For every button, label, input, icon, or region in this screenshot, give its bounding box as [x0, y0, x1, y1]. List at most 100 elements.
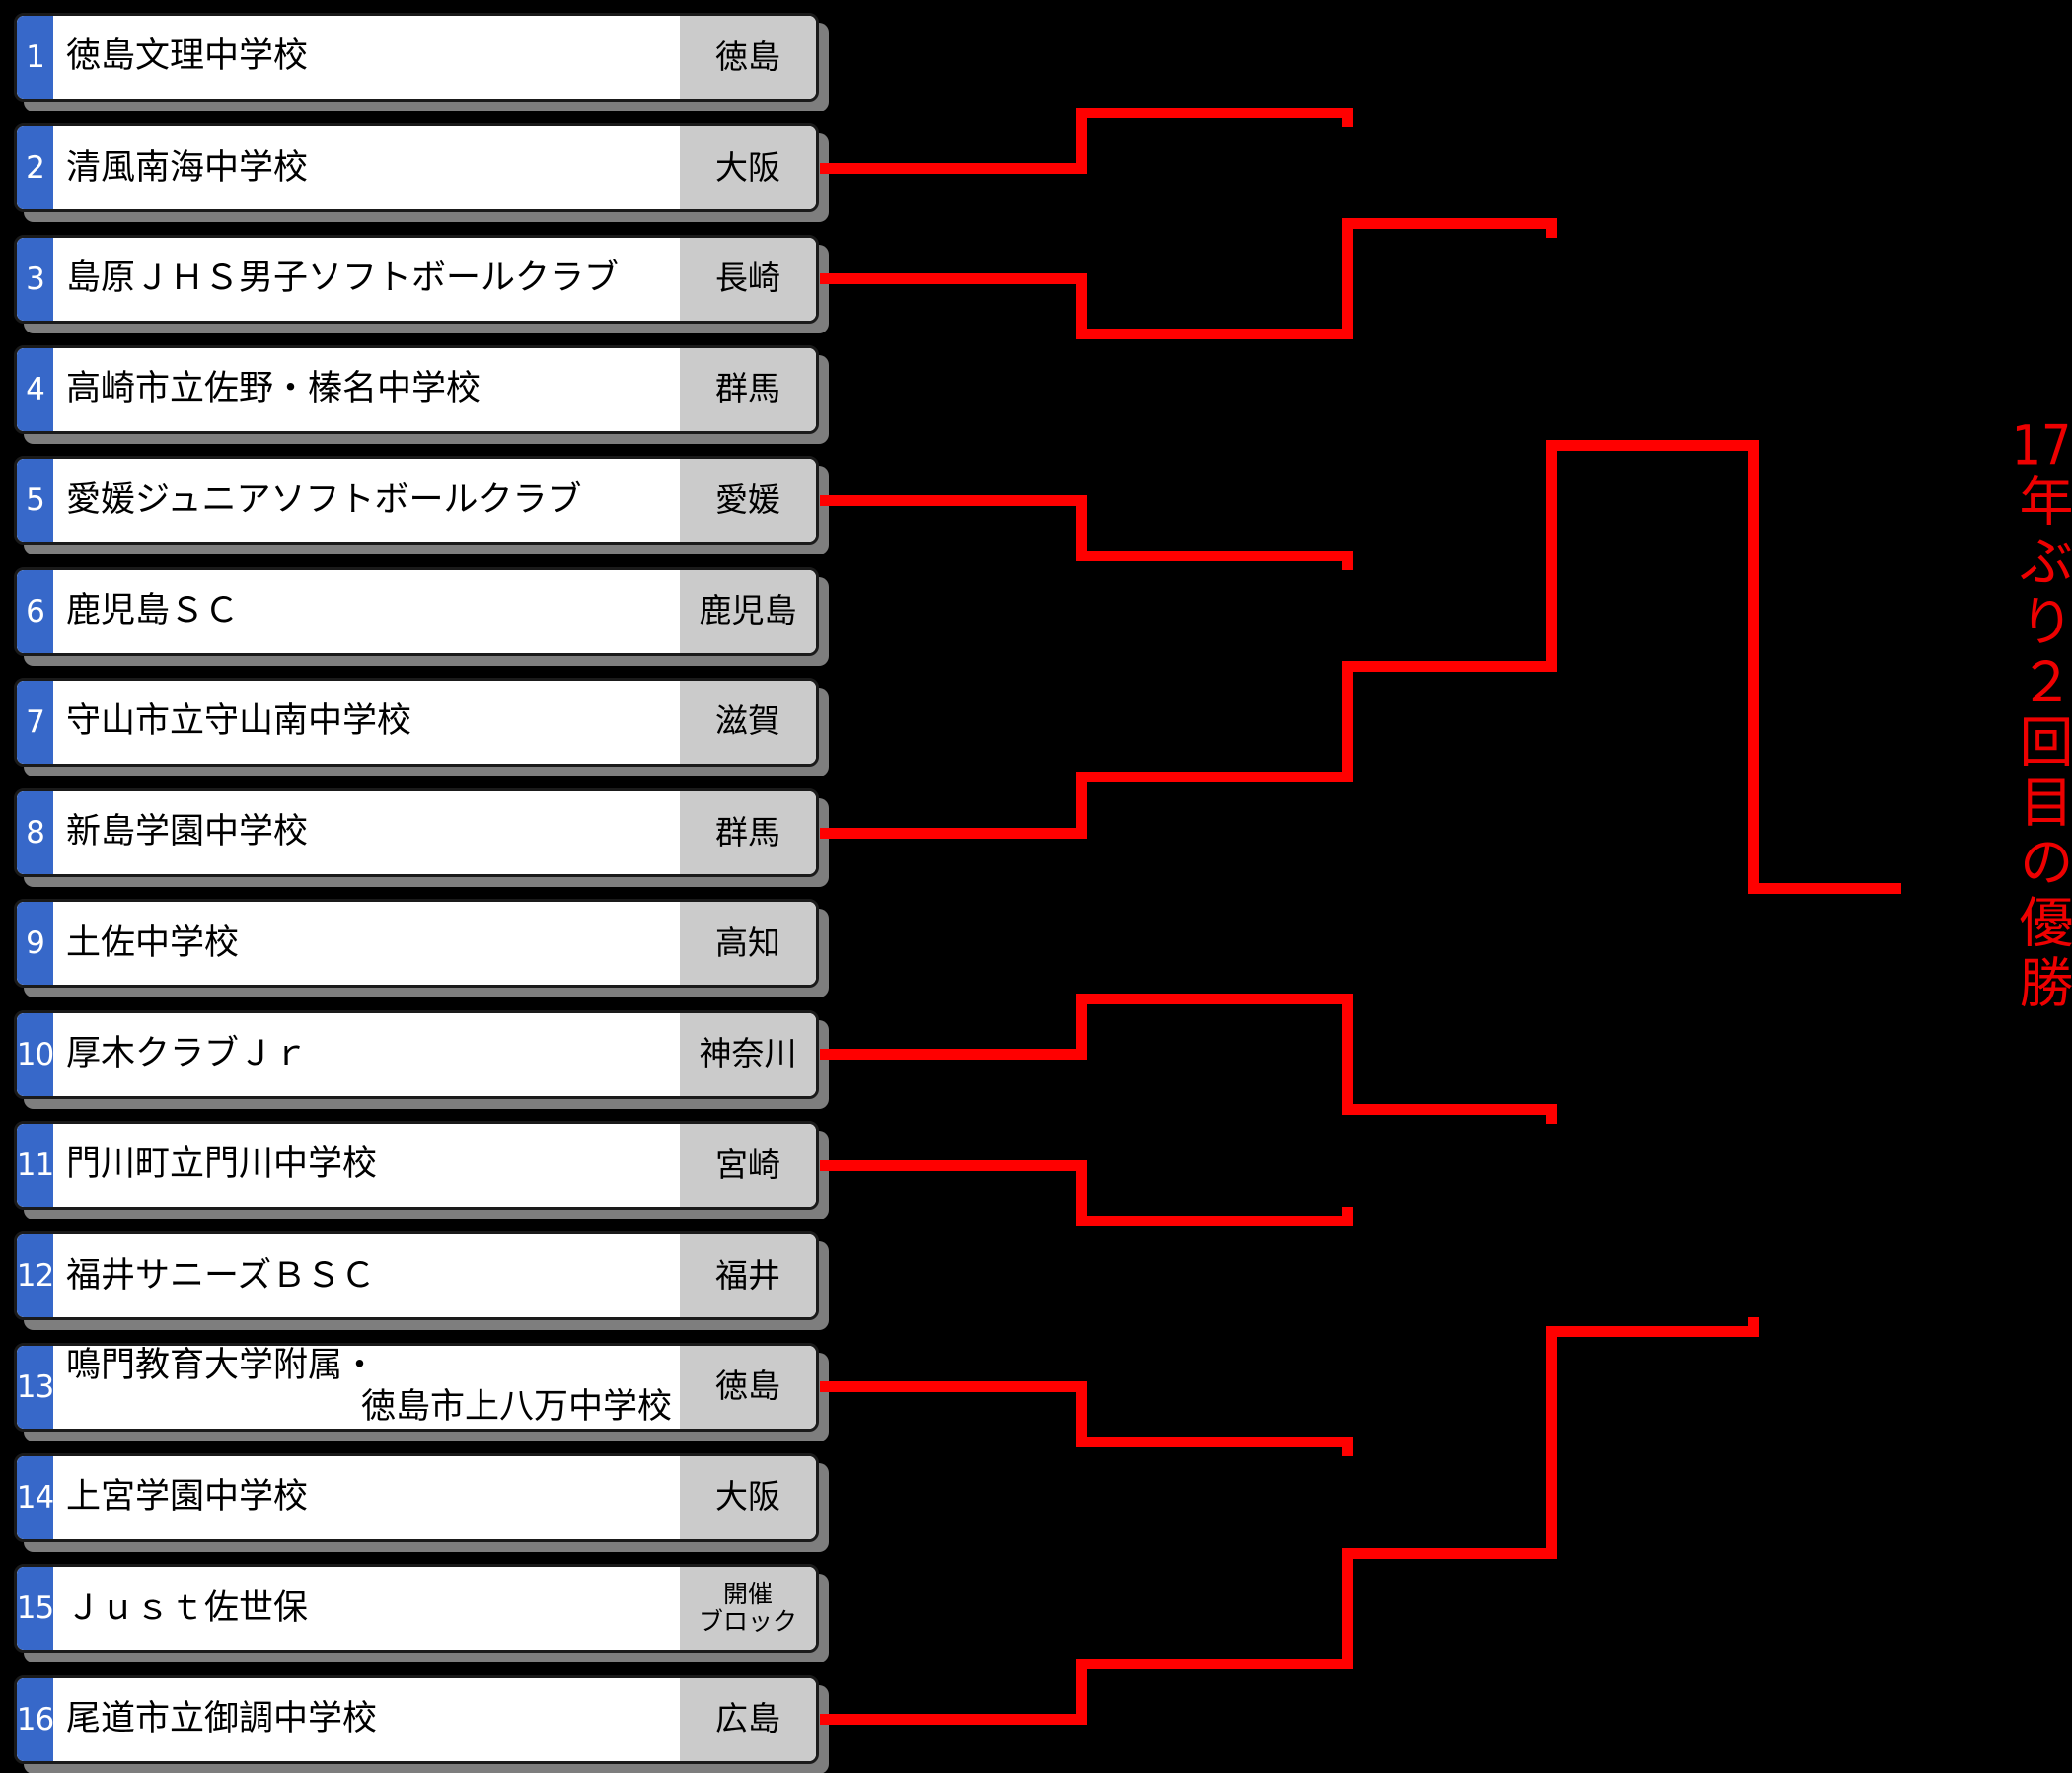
- team-name-line: 新島学園中学校: [66, 812, 309, 852]
- bracket-line: [820, 162, 1087, 174]
- bracket-line: [1075, 273, 1087, 340]
- team-box: 12 福井サニーズＢＳＣ 福井: [14, 1231, 819, 1321]
- bracket-line: [820, 1049, 1087, 1061]
- bracket-line: [1075, 772, 1353, 783]
- team-box: 3 島原ＪＨＳ男子ソフトボールクラブ 長崎: [14, 234, 819, 324]
- bracket-line: [1545, 1115, 1557, 1125]
- bracket-line: [1341, 661, 1557, 673]
- team-box: 9 土佐中学校 高知: [14, 899, 819, 989]
- seed-badge: 14: [17, 1455, 54, 1539]
- champion-note: 17年ぶり２回目の優勝: [2002, 418, 2072, 1014]
- team-prefecture: 高知: [680, 902, 816, 986]
- prefecture-line: ブロック: [698, 1607, 797, 1637]
- bracket-line: [820, 1381, 1087, 1393]
- bracket-line: [1747, 1316, 1759, 1326]
- seed-badge: 10: [17, 1012, 54, 1096]
- bracket-line: [1341, 1206, 1353, 1216]
- seed-badge: 11: [17, 1124, 54, 1207]
- seed-badge: 7: [17, 680, 53, 764]
- prefecture-line: 大阪: [715, 147, 780, 186]
- bracket-line: [1075, 1658, 1353, 1669]
- team-name: 厚木クラブＪｒ: [53, 1013, 680, 1096]
- bracket-line: [1341, 1447, 1353, 1457]
- team-box: 8 新島学園中学校 群馬: [14, 788, 819, 878]
- team-name: 徳島文理中学校: [53, 16, 680, 99]
- bracket-line: [1075, 994, 1087, 1061]
- team-prefecture: 神奈川: [680, 1012, 816, 1096]
- bracket-line: [1341, 994, 1353, 1116]
- team-box: 5 愛媛ジュニアソフトボールクラブ 愛媛: [14, 456, 819, 546]
- team-name-line: 鳴門教育大学附属・: [66, 1346, 378, 1386]
- champion-note-text: 年ぶり２回目の優勝: [2010, 473, 2072, 1014]
- team-box: 7 守山市立守山南中学校 滋賀: [14, 677, 819, 767]
- bracket-line: [1341, 217, 1557, 229]
- team-name-line: 清風南海中学校: [66, 147, 309, 187]
- bracket-line: [1341, 1547, 1557, 1559]
- team-name-line: 福井サニーズＢＳＣ: [66, 1255, 376, 1295]
- team-name: 清風南海中学校: [53, 126, 680, 209]
- team-box: 2 清風南海中学校 大阪: [14, 123, 819, 213]
- team-name: 門川町立門川中学校: [53, 1124, 680, 1207]
- bracket-line: [1075, 1437, 1353, 1448]
- team-box: 10 厚木クラブＪｒ 神奈川: [14, 1009, 819, 1099]
- team-name-line: 厚木クラブＪｒ: [66, 1034, 309, 1074]
- team-name: 尾道市立御調中学校: [53, 1678, 680, 1761]
- team-name: 鹿児島ＳＣ: [53, 570, 680, 653]
- seed-badge: 15: [17, 1567, 54, 1651]
- bracket-line: [1075, 550, 1353, 561]
- prefecture-line: 群馬: [715, 812, 780, 851]
- team-box: 1 徳島文理中学校 徳島: [14, 13, 819, 102]
- bracket-line: [1075, 1215, 1353, 1226]
- bracket-line: [1545, 1325, 1557, 1559]
- team-prefecture: 徳島: [680, 1345, 816, 1429]
- prefecture-line: 大阪: [715, 1477, 780, 1516]
- team-name-line: 鹿児島ＳＣ: [66, 590, 240, 630]
- bracket-line: [1747, 439, 1759, 894]
- team-name: 上宮学園中学校: [53, 1456, 680, 1539]
- team-box: 13 鳴門教育大学附属・徳島市上八万中学校 徳島: [14, 1342, 819, 1432]
- team-prefecture: 宮崎: [680, 1124, 816, 1207]
- team-prefecture: 開催ブロック: [680, 1567, 816, 1651]
- bracket-line: [1075, 994, 1353, 1005]
- bracket-line: [1545, 439, 1557, 673]
- team-name-line: 守山市立守山南中学校: [66, 702, 412, 742]
- team-prefecture: 愛媛: [680, 459, 816, 543]
- bracket-line: [1747, 882, 1901, 894]
- bracket-line: [820, 1159, 1087, 1171]
- team-name-line: 門川町立門川中学校: [66, 1145, 378, 1185]
- prefecture-line: 広島: [715, 1699, 780, 1738]
- bracket-line: [1545, 228, 1557, 238]
- team-prefecture: 群馬: [680, 791, 816, 875]
- team-name: 高崎市立佐野・榛名中学校: [53, 348, 680, 431]
- prefecture-line: 愛媛: [715, 480, 780, 519]
- team-name: Ｊｕｓｔ佐世保: [53, 1567, 680, 1650]
- team-name: 守山市立守山南中学校: [53, 681, 680, 764]
- prefecture-line: 群馬: [715, 369, 780, 408]
- prefecture-line: 徳島: [715, 1367, 780, 1406]
- prefecture-line: 高知: [715, 923, 780, 962]
- bracket-line: [1545, 1325, 1759, 1337]
- bracket-line: [1075, 1381, 1087, 1448]
- bracket-line: [1075, 772, 1087, 839]
- seed-badge: 8: [17, 791, 53, 875]
- bracket-line: [1341, 1104, 1557, 1116]
- team-name-line: 徳島文理中学校: [66, 37, 309, 77]
- bracket-line: [1341, 560, 1353, 570]
- seed-badge: 13: [17, 1345, 54, 1429]
- seed-badge: 12: [17, 1234, 54, 1318]
- team-prefecture: 広島: [680, 1677, 816, 1761]
- prefecture-line: 福井: [715, 1255, 780, 1294]
- bracket-line: [1075, 107, 1087, 174]
- team-name: 愛媛ジュニアソフトボールクラブ: [53, 459, 680, 542]
- team-name-line: 高崎市立佐野・榛名中学校: [66, 369, 481, 409]
- bracket-line: [1075, 1658, 1087, 1725]
- bracket-line: [1341, 117, 1353, 127]
- bracket-line: [1075, 107, 1353, 118]
- team-prefecture: 鹿児島: [680, 569, 816, 653]
- seed-badge: 6: [17, 569, 53, 653]
- bracket-line: [820, 273, 1087, 285]
- seed-badge: 4: [17, 347, 53, 431]
- team-name: 福井サニーズＢＳＣ: [53, 1234, 680, 1317]
- team-name-line: Ｊｕｓｔ佐世保: [66, 1588, 309, 1628]
